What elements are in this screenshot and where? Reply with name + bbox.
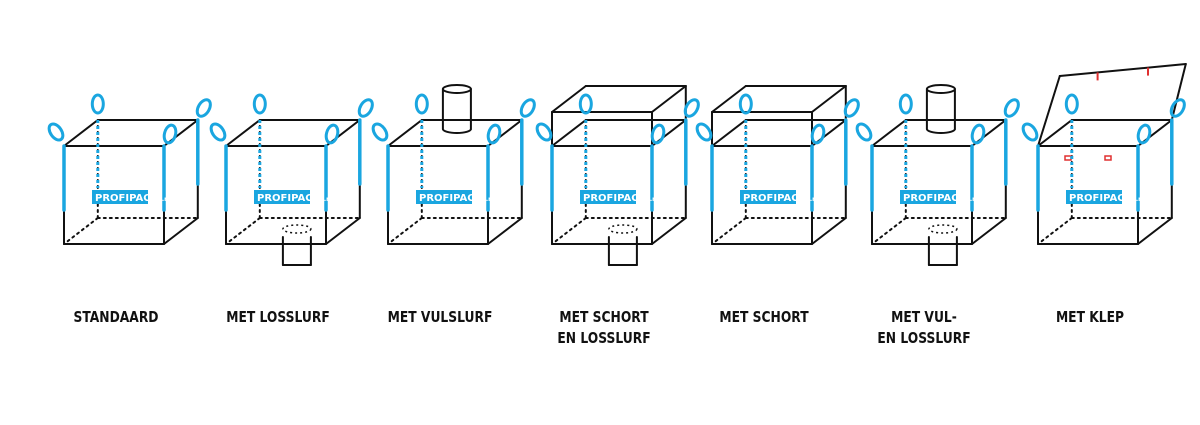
filling-spout [441,84,472,94]
logo-text: PROFIPACK .nl [1069,193,1144,204]
loop-front-right [324,123,340,145]
loop-back-left [1064,93,1079,115]
profipack-logo: PROFIPACK .nl [416,190,494,204]
caption-met-vulslurf: MET VULSLURF [374,307,505,328]
loop-back-right [195,98,212,118]
logo-suffix: .nl [1136,196,1145,203]
loop-back-right [843,98,860,118]
bag-met-schort-en-losslurf: PROFIPACK .nl [535,85,700,266]
loop-back-left [738,93,753,115]
bag-met-vul-en-losslurf: PROFIPACK .nl [855,84,1020,266]
profipack-logo: PROFIPACK .nl [740,190,818,204]
loop-front-left [1021,122,1039,142]
discharge-spout [608,224,638,234]
loop-back-right [357,98,374,118]
loop-front-right [162,123,178,145]
logo-text: PROFIPACK .nl [903,193,978,204]
loop-front-left [855,122,873,142]
loop-front-left [371,122,389,142]
profipack-logo: PROFIPACK .nl [900,190,978,204]
logo-suffix: .nl [810,196,819,203]
logo-text: PROFIPACK .nl [95,193,170,204]
caption-standaard: STANDAARD [50,307,181,328]
caption-line: STANDAARD [73,308,159,326]
logo-suffix: .nl [324,196,333,203]
loop-back-right [1003,98,1020,118]
profipack-logo: PROFIPACK .nl [1066,190,1144,204]
loop-back-left [252,93,267,115]
loop-back-left [414,93,429,115]
loop-front-left [695,122,713,142]
logo-suffix: .nl [486,196,495,203]
caption-line: MET LOSSLURF [226,308,330,326]
caption-met-klep: MET KLEP [1024,307,1155,328]
logo-suffix: .nl [970,196,979,203]
loop-front-left [535,122,553,142]
caption-line: MET KLEP [1055,308,1125,326]
caption-met-losslurf: MET LOSSLURF [212,307,343,328]
filling-spout [925,84,956,94]
discharge-spout [282,224,312,234]
bag-met-vulslurf: PROFIPACK .nl [371,84,536,245]
loop-front-right [970,123,986,145]
caption-met-schort: MET SCHORT [698,307,829,328]
bag-met-klep: PROFIPACK .nl [1021,63,1187,245]
lid-fastener [1104,155,1112,161]
bag-met-schort: PROFIPACK .nl [695,85,860,245]
logo-text: PROFIPACK .nl [583,193,658,204]
loop-front-right [650,123,666,145]
profipack-logo: PROFIPACK .nl [580,190,658,204]
loop-back-left [898,93,913,115]
profipack-logo: PROFIPACK .nl [254,190,332,204]
caption-met-schort-en-losslurf: MET SCHORT EN LOSSLURF [538,307,669,349]
caption-line: EN LOSSLURF [877,329,971,347]
bag-standaard: PROFIPACK .nl [47,93,212,245]
loop-back-right [683,98,700,118]
lid-fastener [1064,155,1072,161]
profipack-logo: PROFIPACK .nl [92,190,170,204]
loop-front-right [1136,123,1152,145]
loop-front-left [47,122,65,142]
loop-back-left [90,93,105,115]
loop-front-right [486,123,502,145]
loop-back-right [519,98,536,118]
loop-back-left [578,93,593,115]
caption-line: MET SCHORT [559,308,649,326]
logo-text: PROFIPACK .nl [743,193,818,204]
loop-back-right [1169,98,1186,118]
caption-line: MET VUL- [891,308,957,326]
bag-met-losslurf: PROFIPACK .nl [209,93,374,266]
loop-front-right [810,123,826,145]
caption-line: MET VULSLURF [387,308,493,326]
logo-text: PROFIPACK .nl [257,193,332,204]
logo-suffix: .nl [162,196,171,203]
caption-met-vul-en-losslurf: MET VUL- EN LOSSLURF [858,307,989,349]
caption-line: MET SCHORT [719,308,809,326]
discharge-spout [928,224,958,234]
caption-line: EN LOSSLURF [557,329,651,347]
loop-front-left [209,122,227,142]
logo-text: PROFIPACK .nl [419,193,494,204]
logo-suffix: .nl [650,196,659,203]
